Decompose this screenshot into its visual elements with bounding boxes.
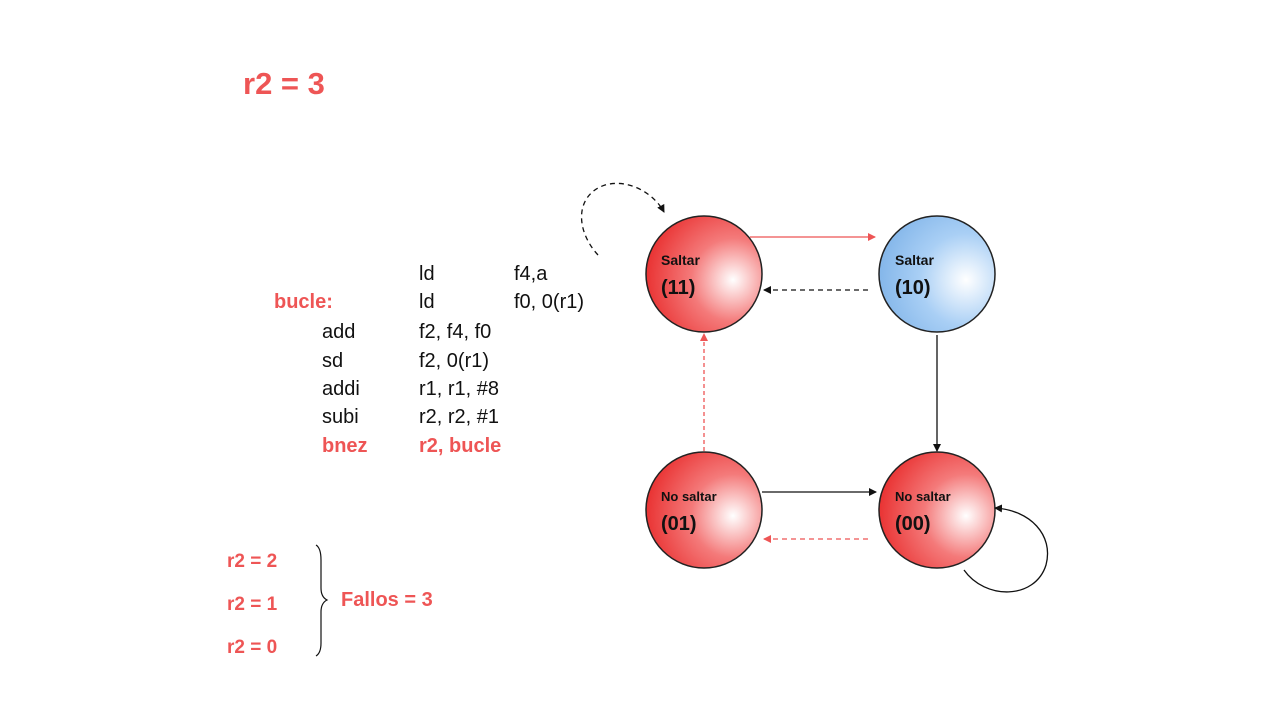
state-11-code: (11) bbox=[661, 277, 695, 299]
transition-00-self bbox=[963, 504, 1049, 593]
state-01-label: No saltar bbox=[661, 489, 717, 504]
iterations-brace bbox=[315, 544, 329, 657]
code-args-7: r2, bucle bbox=[419, 435, 502, 457]
code-op-1: ld bbox=[419, 263, 435, 285]
code-args-4: f2, 0(r1) bbox=[419, 350, 490, 372]
code-op-5: addi bbox=[322, 378, 360, 400]
code-op-6: subi bbox=[322, 406, 359, 428]
state-01-node bbox=[645, 451, 763, 569]
transition-11-self bbox=[580, 182, 665, 256]
iteration-r2-1: r2 = 1 bbox=[227, 594, 278, 615]
state-10-label: Saltar bbox=[895, 252, 934, 268]
code-op-3: add bbox=[322, 321, 356, 343]
code-args-6: r2, r2, #1 bbox=[419, 406, 500, 428]
state-00-label: No saltar bbox=[895, 489, 951, 504]
iteration-r2-0: r2 = 0 bbox=[227, 637, 278, 658]
state-11-node bbox=[645, 215, 763, 333]
misses-count: Fallos = 3 bbox=[341, 589, 433, 611]
code-op-4: sd bbox=[322, 350, 344, 372]
state-01-code: (01) bbox=[661, 513, 697, 535]
code-op-2: ld bbox=[419, 291, 435, 313]
code-args-3: f2, f4, f0 bbox=[419, 321, 492, 343]
code-args-2: f0, 0(r1) bbox=[514, 291, 585, 313]
code-op-7: bnez bbox=[322, 435, 368, 457]
state-11-label: Saltar bbox=[661, 252, 700, 268]
code-args-5: r1, r1, #8 bbox=[419, 378, 500, 400]
state-10-node bbox=[878, 215, 996, 333]
code-args-1: f4,a bbox=[514, 263, 548, 285]
loop-label: bucle: bbox=[274, 291, 333, 313]
state-00-node bbox=[878, 451, 996, 569]
state-00-code: (00) bbox=[895, 513, 931, 535]
state-10-code: (10) bbox=[895, 277, 931, 299]
page-title: r2 = 3 bbox=[243, 66, 325, 101]
iteration-r2-2: r2 = 2 bbox=[227, 551, 278, 572]
